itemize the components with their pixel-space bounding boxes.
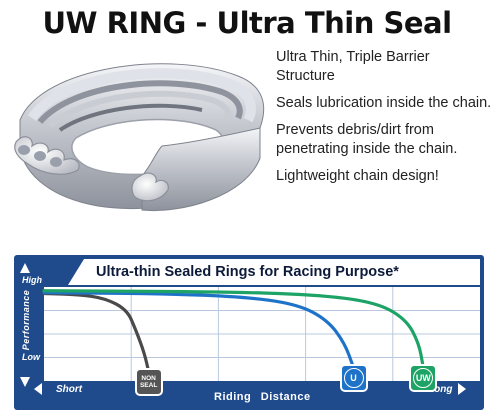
- x-axis-title: Riding Distance: [214, 391, 311, 403]
- page-title: UW RING - Ultra Thin Seal: [42, 6, 452, 40]
- u-ring-badge-label: U: [343, 367, 364, 388]
- x-axis-left-arrow: [34, 383, 42, 395]
- grid-lines: [44, 287, 480, 381]
- y-tick-high: High: [22, 275, 42, 285]
- feature-list: Ultra Thin, Triple Barrier Structure Sea…: [276, 48, 492, 194]
- feature-item: Lightweight chain design!: [276, 168, 439, 184]
- x-axis-right-arrow: [458, 383, 466, 395]
- nonseal-badge-line2: SEAL: [139, 381, 158, 389]
- series-lines: [42, 289, 425, 374]
- u-ring-badge: U: [339, 363, 368, 392]
- performance-chart: Ultra-thin Sealed Rings for Racing Purpo…: [14, 255, 484, 410]
- chart-canvas: [20, 259, 480, 395]
- y-axis-up-arrow: [20, 263, 30, 273]
- x-tick-short: Short: [56, 384, 83, 395]
- y-tick-low: Low: [22, 352, 40, 362]
- chart-title: Ultra-thin Sealed Rings for Racing Purpo…: [96, 264, 399, 280]
- uw-ring-badge-label: UW: [413, 367, 434, 388]
- feature-item: Prevents debris/dirt from penetrating in…: [276, 122, 458, 157]
- y-axis-title: Performance: [21, 289, 31, 351]
- u-ring-series-line: [42, 291, 356, 370]
- uw-ring-series-line: [42, 289, 425, 370]
- y-axis-down-arrow: [20, 377, 30, 387]
- seal-ring-illustration: [14, 63, 265, 212]
- nonseal-badge: NON SEAL: [134, 367, 163, 396]
- feature-item: Ultra Thin, Triple Barrier Structure: [276, 49, 430, 84]
- nonseal-badge-line1: NON: [141, 374, 156, 382]
- uw-ring-badge: UW: [409, 363, 438, 392]
- nonseal-badge-label: NON SEAL: [140, 375, 157, 389]
- feature-item: Seals lubrication inside the chain.: [276, 95, 492, 111]
- chart-title-banner: [68, 259, 480, 285]
- x-tick-long: Long: [428, 384, 453, 395]
